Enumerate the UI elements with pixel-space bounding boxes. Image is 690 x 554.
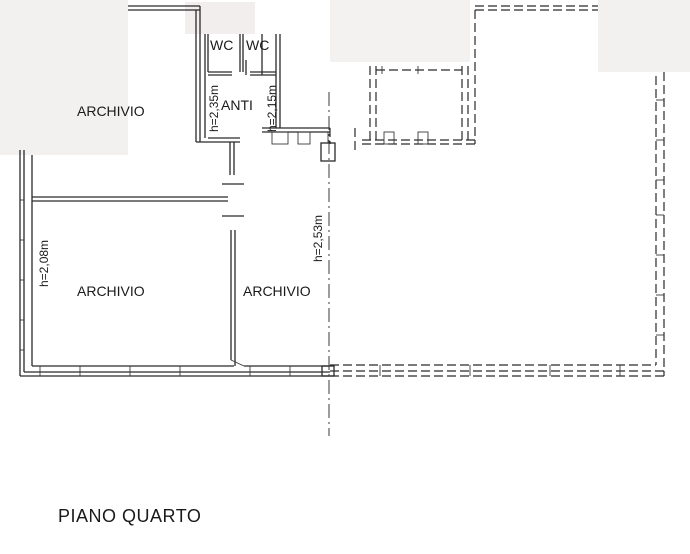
outer-walls: [19, 5, 665, 377]
column: [320, 132, 336, 377]
room-label-wc-left: WC: [210, 37, 233, 53]
room-label-wc-right: WC: [246, 37, 269, 53]
height-label-anti-left: h=2,35m: [207, 85, 221, 132]
interior-walls: [32, 142, 245, 367]
height-label-archivio-left: h=2,08m: [37, 240, 51, 287]
dashed-block: [329, 10, 476, 152]
redacted-areas: [0, 0, 690, 155]
room-label-archivio-center: ARCHIVIO: [243, 283, 311, 299]
height-label-main: h=2,53m: [311, 215, 325, 262]
room-label-anti: ANTI: [221, 97, 253, 113]
plan-title: PIANO QUARTO: [58, 506, 201, 526]
wc-block: [196, 34, 330, 145]
room-label-archivio-top-left: ARCHIVIO: [77, 103, 145, 119]
height-label-anti-right: h=2,15m: [265, 85, 279, 132]
room-label-archivio-bottom-left: ARCHIVIO: [77, 283, 145, 299]
